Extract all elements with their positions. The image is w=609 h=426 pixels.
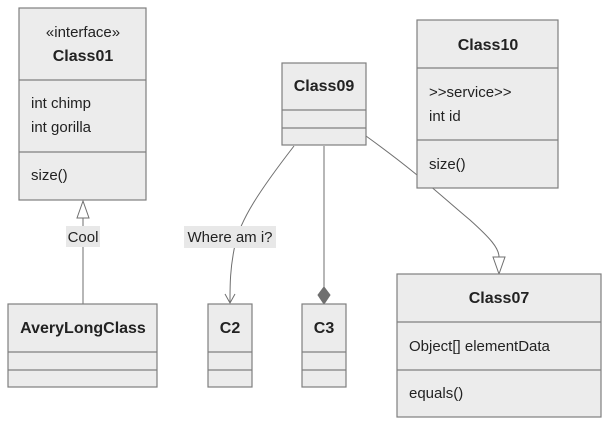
class-frame xyxy=(207,303,253,388)
class-method: size() xyxy=(429,156,466,173)
class-title: Class01 xyxy=(53,48,114,65)
class-attribute: int chimp xyxy=(31,95,91,112)
class-title: C3 xyxy=(314,320,335,337)
class-title: Class07 xyxy=(469,290,530,307)
class-title: AveryLongClass xyxy=(20,320,146,337)
class-box-class10[interactable]: Class10 >>service>> int id size() xyxy=(416,19,559,189)
relation-line xyxy=(365,135,500,258)
relation-line xyxy=(229,145,295,303)
class-frame xyxy=(18,7,147,201)
relation-label-where-am-i: Where am i? xyxy=(187,229,272,246)
relation-label-bg xyxy=(184,226,276,248)
realization-arrowhead xyxy=(76,199,90,219)
class-stereotype: «interface» xyxy=(46,24,120,41)
relation-class09-to-class07 xyxy=(365,135,506,276)
class-title: Class10 xyxy=(458,37,519,54)
composition-diamond xyxy=(317,286,331,305)
relation-class09-to-c3 xyxy=(317,146,331,305)
class-box-class07[interactable]: Class07 Object[] elementData equals() xyxy=(396,273,602,418)
class-frame xyxy=(281,62,367,146)
class-box-c2[interactable]: C2 xyxy=(207,303,253,388)
inheritance-arrowhead xyxy=(492,256,506,276)
class-attribute: int gorilla xyxy=(31,119,92,136)
class-box-class01[interactable]: «interface» Class01 int chimp int gorill… xyxy=(18,7,147,201)
relation-label-cool: Cool xyxy=(68,229,99,246)
class-attribute: Object[] elementData xyxy=(409,338,551,355)
class-title: Class09 xyxy=(294,78,355,95)
class-title: C2 xyxy=(220,320,241,337)
class-method: size() xyxy=(31,167,68,184)
class-frame xyxy=(416,19,559,189)
class-attribute: >>service>> xyxy=(429,84,512,101)
class-frame xyxy=(301,303,347,388)
class-attribute: int id xyxy=(429,108,461,125)
relation-avery-to-class01: Cool xyxy=(66,199,100,304)
class-frame xyxy=(396,273,602,418)
class-method: equals() xyxy=(409,385,463,402)
class-box-class09[interactable]: Class09 xyxy=(281,62,367,146)
class-box-averylongclass[interactable]: AveryLongClass xyxy=(7,303,158,388)
class-frame xyxy=(7,303,158,388)
relation-label-bg xyxy=(66,226,100,247)
relation-class09-to-c2: Where am i? xyxy=(184,145,295,305)
class-box-c3[interactable]: C3 xyxy=(301,303,347,388)
association-arrowhead xyxy=(224,293,236,305)
